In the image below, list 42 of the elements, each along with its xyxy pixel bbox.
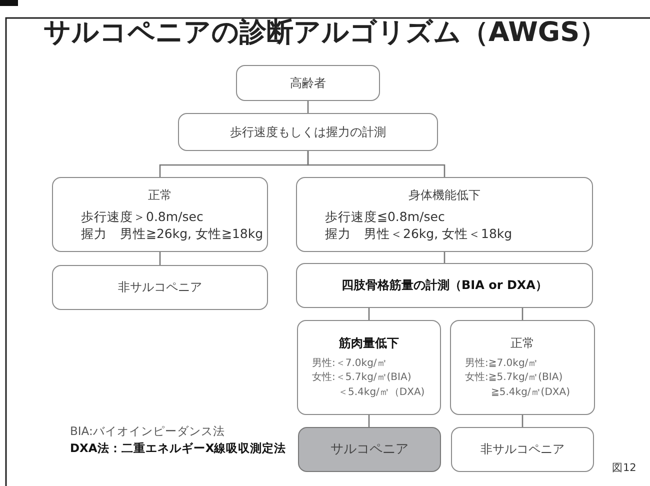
connector-line [307,151,446,177]
figure-number: 図12 [612,461,636,475]
criteria-text: 歩行速度≦0.8m/sec [325,208,446,226]
process-box [52,265,268,310]
criteria-box [297,320,441,415]
criteria-text: 握力 男性≧26kg, 女性≧18kg [81,226,264,242]
process-box [296,263,593,308]
result-box [298,427,441,472]
criteria-text: 女性:≧5.7kg/㎡(BIA) [465,371,564,386]
criteria-text: 男性:≧7.0kg/㎡ [465,356,540,371]
note-text: BIA:バイオインピーダンス法 [70,424,225,439]
connector-line [444,252,446,263]
criteria-box [52,177,268,252]
connector-line [368,415,370,427]
box-text: 非サルコペニア [480,441,564,458]
connector-line [307,101,309,113]
box-text: 高齢者 [290,74,326,92]
criteria-text: 歩行速度＞0.8m/sec [81,208,204,226]
box-heading: 正常 [510,334,534,351]
box-heading: 筋肉量低下 [339,334,399,351]
criteria-text: ≧5.4kg/㎡(DXA) [490,386,571,400]
process-box [236,65,380,101]
box-text: 非サルコペニア [118,279,202,296]
connector-line [522,308,524,320]
criteria-text: ＜5.4kg/㎡（DXA) [337,386,426,400]
process-box [451,427,594,472]
process-box [178,113,438,151]
connector-line [159,252,161,265]
box-text: 四肢骨格筋量の計測（BIA or DXA） [342,277,548,294]
title: サルコペニアの診断アルゴリズム（AWGS） [42,16,608,50]
connector-line [368,308,370,320]
connector-line [522,415,524,427]
criteria-text: 男性:＜7.0kg/㎡ [312,356,388,371]
criteria-text: 女性:＜5.7kg/㎡(BIA) [312,371,412,386]
box-heading: 身体機能低下 [408,186,480,203]
box-text: 歩行速度もしくは握力の計測 [230,124,386,140]
criteria-box [450,320,595,415]
note-text: DXA法：二重エネルギーX線吸収測定法 [70,441,286,456]
criteria-text: 握力 男性＜26kg, 女性＜18kg [325,226,514,242]
criteria-box [296,177,593,252]
box-heading: 正常 [148,186,172,203]
box-text: サルコペニア [330,440,408,458]
